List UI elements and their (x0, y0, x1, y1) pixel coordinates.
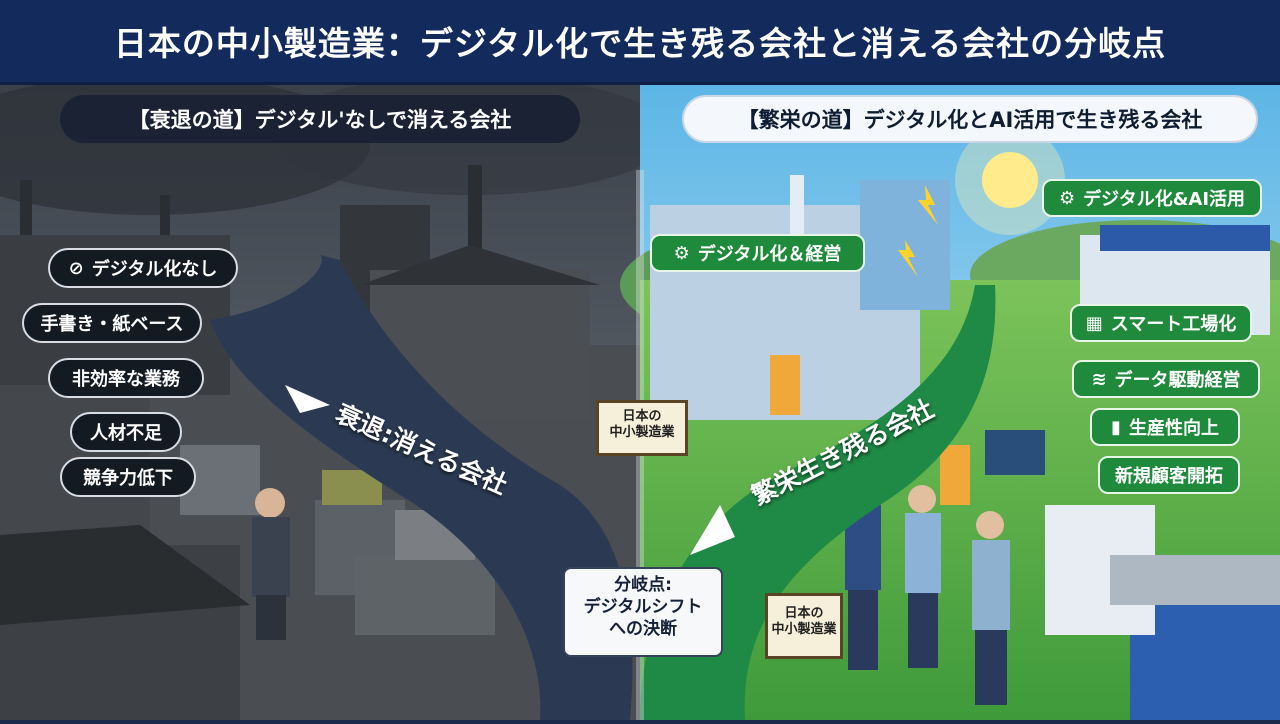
growth-tag-management: ⚙ デジタル化＆経営 (650, 234, 865, 272)
growth-tag-ai: ⚙ デジタル化&AI活用 (1042, 179, 1262, 217)
solar-panels-roof (1100, 225, 1270, 251)
robot-arm (940, 445, 970, 505)
worried-worker-head (255, 488, 285, 518)
growth-road-arrow (690, 505, 735, 555)
robot-arm (770, 355, 800, 415)
engineer-legs (975, 630, 1007, 705)
engineer-body (905, 513, 941, 593)
decline-road (210, 255, 633, 720)
lightning-icon (898, 240, 918, 277)
decline-sign: 日本の 中小製造業 (596, 400, 688, 456)
broken-roof (360, 245, 600, 285)
bar-chart-icon: ▮ (1111, 416, 1121, 438)
chimney (160, 195, 170, 265)
decline-header: 【衰退の道】デジタル'なしで消える会社 (60, 95, 580, 143)
growth-tag-new-customers: 新規顧客開拓 (1098, 456, 1240, 494)
worried-worker-legs (256, 595, 286, 640)
database-icon: ≋ (1091, 368, 1107, 390)
decline-tag-no-digital: ⊘ デジタル化なし (48, 248, 238, 288)
engineer-legs (908, 593, 938, 668)
engineer-body (972, 540, 1010, 630)
growth-tag-smart-factory: ▦ スマート工場化 (1070, 304, 1252, 342)
page-title: 日本の中小製造業：デジタル化で生き残る会社と消える会社の分岐点 (113, 24, 1167, 63)
engineer-head (976, 511, 1004, 539)
worried-worker-body (252, 517, 290, 597)
title-bar: 日本の中小製造業：デジタル化で生き残る会社と消える会社の分岐点 (0, 0, 1280, 85)
brain-icon: ⚙ (1058, 187, 1076, 209)
decline-road-arrow (285, 385, 330, 413)
conveyor-belt (1110, 555, 1280, 605)
factory-icon: ▦ (1085, 312, 1103, 334)
gears-icon: ⚙ (673, 242, 690, 264)
prohibited-icon: ⊘ (68, 257, 84, 279)
decline-tag-competitiveness: 競争力低下 (60, 457, 196, 497)
sun-glow (955, 125, 1065, 235)
growth-sign: 日本の 中小製造業 (765, 593, 843, 659)
glass-facade (860, 180, 950, 310)
growth-road (640, 285, 996, 720)
growth-tag-data-driven: ≋ データ駆動経営 (1072, 360, 1260, 398)
chimney (468, 165, 482, 255)
sun (982, 152, 1038, 208)
decline-tag-labor-shortage: 人材不足 (70, 412, 182, 452)
growth-tag-productivity: ▮ 生産性向上 (1090, 408, 1240, 446)
engineer-legs (848, 590, 878, 670)
shed-roof (0, 525, 250, 625)
illustration-scene: 【衰退の道】デジタル'なしで消える会社 【繁栄の道】デジタル化とAI活用で生き残… (0, 75, 1280, 720)
engineer-head (908, 485, 936, 513)
growth-header: 【繁栄の道】デジタル化とAI活用で生き残る会社 (682, 95, 1258, 143)
decision-point-box: 分岐点: デジタルシフト への決断 (563, 567, 723, 657)
old-desk (355, 555, 495, 635)
decline-tag-inefficiency: 非効率な業務 (48, 358, 204, 398)
control-terminal (985, 430, 1045, 475)
decline-tag-paper-based: 手書き・紙ベース (22, 303, 202, 343)
smokestack-clean (790, 175, 804, 235)
lightning-icon (918, 185, 938, 225)
